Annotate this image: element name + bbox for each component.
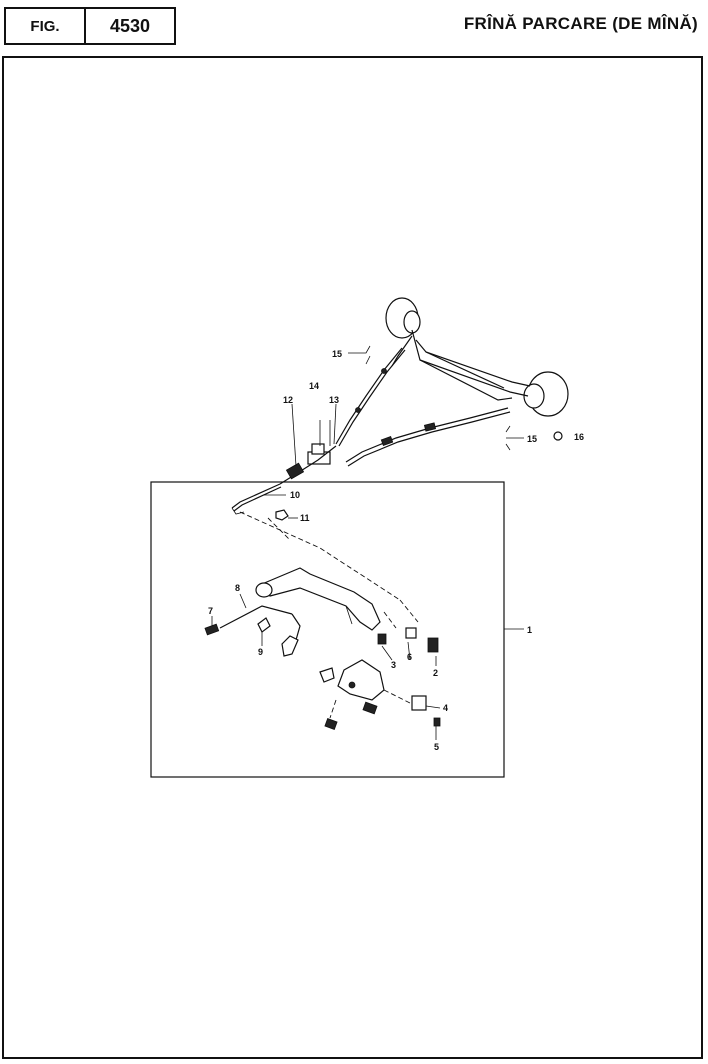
rear-axle (385, 297, 569, 417)
callout-2: 2 (433, 668, 438, 678)
switch-4 (411, 695, 427, 711)
left-cable (335, 347, 406, 447)
diagram-frame (2, 56, 703, 1059)
button-9 (257, 617, 271, 633)
nut-11 (275, 509, 289, 521)
callout-9: 9 (258, 647, 263, 657)
callout-8: 8 (235, 583, 240, 593)
bolt-2 (427, 637, 439, 653)
lever-assembly-box (150, 481, 505, 778)
callout-4: 4 (443, 703, 448, 713)
callout-15-right: 15 (527, 434, 537, 444)
release-rod (204, 605, 301, 641)
hand-lever (255, 567, 381, 631)
callout-14: 14 (309, 381, 319, 391)
callout-5: 5 (434, 742, 439, 752)
callout-13: 13 (329, 395, 339, 405)
callout-3: 3 (391, 660, 396, 670)
pawl (281, 635, 299, 657)
spacer-6 (405, 627, 417, 639)
fig-label: FIG. (6, 9, 86, 43)
callout-7: 7 (208, 606, 213, 616)
callout-15-left: 15 (332, 349, 342, 359)
screw-5 (433, 717, 441, 727)
right-cable (345, 407, 511, 467)
callout-11: 11 (300, 513, 310, 523)
fig-number: 4530 (109, 15, 151, 36)
callout-16: 16 (574, 432, 584, 442)
callout-1: 1 (527, 625, 532, 635)
figure-id-box: FIG. 4530 (4, 7, 176, 45)
callout-6: 6 (407, 652, 412, 662)
equalizer (307, 420, 331, 465)
bolt-3 (377, 633, 387, 645)
callout-12: 12 (283, 395, 293, 405)
callout-10: 10 (290, 490, 300, 500)
bracket-plate (319, 659, 385, 701)
page-title: FRÎNĂ PARCARE (DE MÎNĂ) (463, 14, 698, 33)
